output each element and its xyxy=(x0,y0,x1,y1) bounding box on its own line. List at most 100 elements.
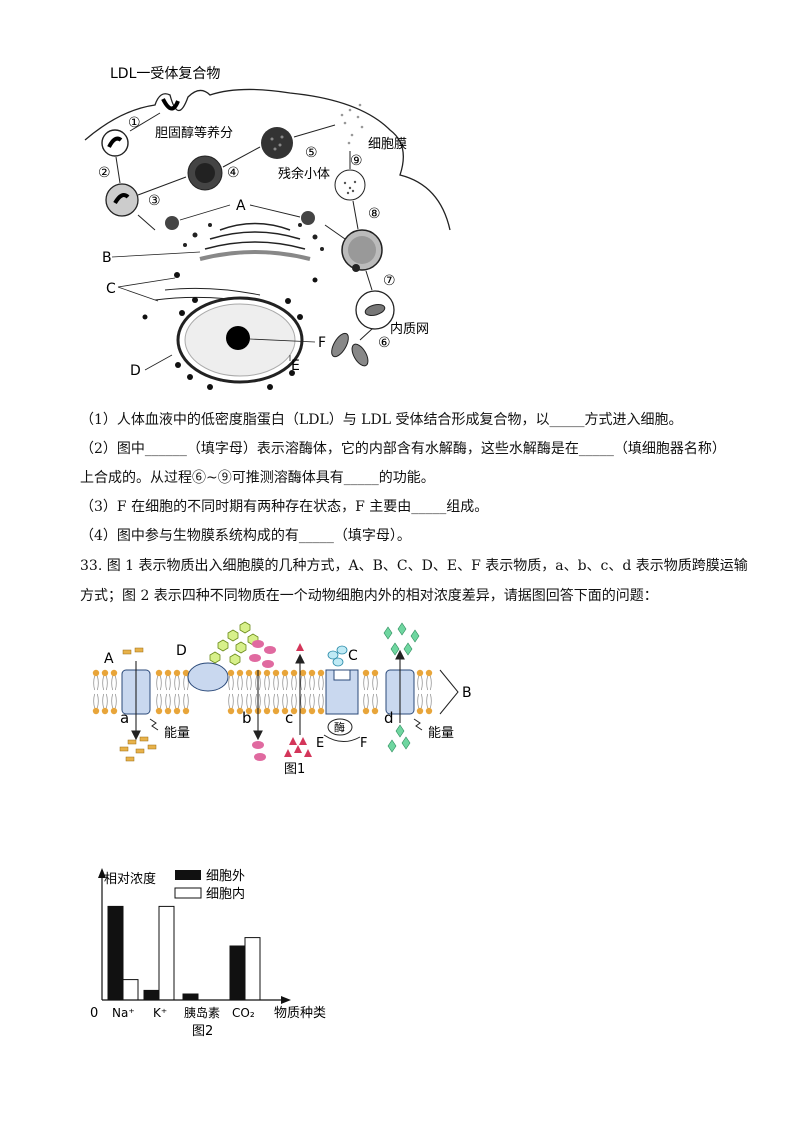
phospholipid-tail xyxy=(417,675,423,691)
phospholipid-tail xyxy=(228,675,234,691)
phospholipid-tail xyxy=(111,693,117,709)
bar-outside-0 xyxy=(107,905,124,1001)
label-membrane: 细胞膜 xyxy=(368,137,407,152)
fig1-label-C: C xyxy=(348,648,358,664)
phospholipid-head xyxy=(92,669,100,677)
phospholipid-head xyxy=(173,707,181,715)
y-axis-label: 相对浓度 xyxy=(104,871,156,887)
x-axis-arrow xyxy=(281,996,291,1004)
phospholipid-head xyxy=(290,707,298,715)
early-endosome xyxy=(105,183,139,217)
transport-arrows xyxy=(131,649,405,741)
phospholipid-head xyxy=(362,707,370,715)
phospholipid-tail xyxy=(264,675,270,691)
letter-A: A xyxy=(236,198,246,214)
letter-D: D xyxy=(130,363,141,379)
brace-B xyxy=(439,669,459,715)
phospholipid-tail xyxy=(255,675,261,691)
question-32-3: （3）F 在细胞的不同时期有两种存在状态，F 主要由_____组成。 xyxy=(80,499,489,515)
energy-zigzag-a xyxy=(149,718,159,731)
phospholipid-head xyxy=(92,707,100,715)
origin-label: 0 xyxy=(90,1006,98,1021)
bar-inside-3 xyxy=(244,937,261,1001)
substance-c xyxy=(284,643,312,757)
tick-label-insulin: 胰岛素 xyxy=(184,1005,220,1020)
fig1-label-F: F xyxy=(360,736,367,751)
bar-outside-1 xyxy=(143,989,160,1001)
phospholipid-tail xyxy=(372,675,378,691)
phospholipid-head xyxy=(416,669,424,677)
figure-1-membrane: A D C B a b c d E F 酶 能量 能量 图1 xyxy=(92,621,472,777)
phospholipid-tail xyxy=(363,675,369,691)
x-axis-label: 物质种类 xyxy=(274,1006,326,1021)
phospholipid-tail xyxy=(228,693,234,709)
y-axis-arrow xyxy=(98,868,106,878)
substance-b xyxy=(249,640,276,761)
phospholipid-tail xyxy=(417,693,423,709)
phospholipid-head xyxy=(101,669,109,677)
enzyme-oval xyxy=(327,718,353,736)
fig1-caption: 图1 xyxy=(284,762,305,777)
fig1-enzyme: 酶 xyxy=(334,721,345,734)
phospholipid-tail xyxy=(426,675,432,691)
letter-C: C xyxy=(106,281,116,297)
phospholipid-head xyxy=(317,669,325,677)
phospholipid-tail xyxy=(363,693,369,709)
phospholipid-head xyxy=(371,669,379,677)
question-33-line1: 33. 图 1 表示物质出入细胞膜的几种方式，A、B、C、D、E、F 表示物质，… xyxy=(80,558,748,574)
phospholipid-head xyxy=(263,669,271,677)
golgi-vesicles xyxy=(183,223,324,251)
phospholipid-head xyxy=(182,669,190,677)
phospholipid-tail xyxy=(165,693,171,709)
legend-outside: 细胞外 xyxy=(206,869,245,884)
phospholipid-tail xyxy=(318,693,324,709)
phospholipid-tail xyxy=(183,693,189,709)
step-7: ⑦ xyxy=(383,273,396,289)
phospholipid-tail xyxy=(102,693,108,709)
phospholipid-tail xyxy=(246,693,252,709)
ldl-complex xyxy=(161,98,180,111)
ribosomes xyxy=(142,272,318,390)
phospholipid-tail xyxy=(264,693,270,709)
phospholipid-head xyxy=(308,707,316,715)
phospholipid-tail xyxy=(174,693,180,709)
lysosome-A xyxy=(301,211,315,225)
phospholipid-tail xyxy=(273,693,279,709)
autophagosome xyxy=(355,290,395,330)
phospholipid-tail xyxy=(372,693,378,709)
phospholipid-head xyxy=(308,669,316,677)
residual-body-vesicle xyxy=(261,127,293,159)
energy-zigzag-d xyxy=(413,718,423,731)
exocytosis-dots xyxy=(340,103,364,145)
bar-outside-3 xyxy=(229,945,246,1001)
phospholipid-head xyxy=(299,707,307,715)
mitochondrion xyxy=(351,343,369,367)
phospholipid-head xyxy=(227,669,235,677)
fig2-caption: 图2 xyxy=(192,1024,213,1039)
letter-F: F xyxy=(318,335,326,351)
phospholipid-head xyxy=(182,707,190,715)
fig1-energy-d: 能量 xyxy=(428,726,454,741)
phospholipid-tail xyxy=(237,675,243,691)
golgi-apparatus xyxy=(199,222,311,261)
process-arrows xyxy=(115,112,373,341)
enzyme-protein xyxy=(325,669,359,715)
step-6: ⑥ xyxy=(378,335,391,351)
bar-inside-1 xyxy=(158,905,175,1001)
phospholipid-head xyxy=(317,707,325,715)
phospholipid-head xyxy=(272,669,280,677)
phospholipid-head xyxy=(272,707,280,715)
chromatin-F xyxy=(226,326,250,350)
bar-outside-2 xyxy=(182,993,199,1001)
phospholipid-head xyxy=(416,707,424,715)
phospholipid-head xyxy=(299,669,307,677)
tick-label-k: K⁺ xyxy=(153,1006,167,1020)
lysosome-A xyxy=(165,216,179,230)
legend-inside: 细胞内 xyxy=(206,886,245,902)
phospholipid-tail xyxy=(156,693,162,709)
figure-2-chart: 细胞外 细胞内 相对浓度 0 Na⁺ K⁺ 胰岛素 CO₂ 物质种类 图2 xyxy=(90,868,326,1039)
question-32-4: （4）图中参与生物膜系统构成的有_____（填字母）。 xyxy=(80,528,411,544)
phospholipid-head xyxy=(227,707,235,715)
phospholipid-tail xyxy=(309,675,315,691)
phospholipid-tail xyxy=(165,675,171,691)
